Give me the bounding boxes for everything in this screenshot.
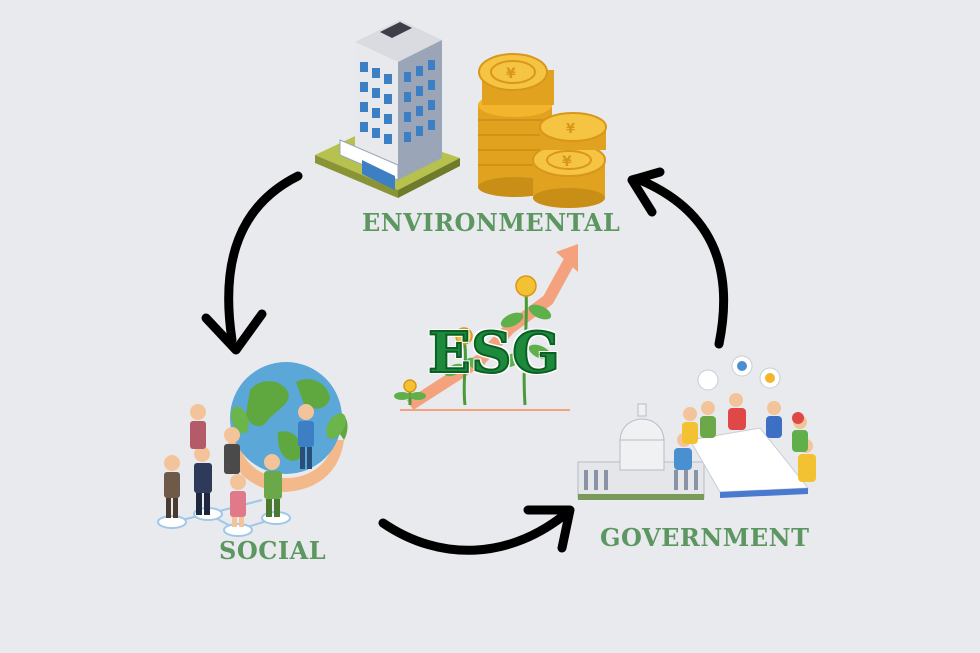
svg-text:¥: ¥ [566, 122, 575, 137]
meeting-table-icon [674, 355, 816, 498]
esg-center-label: ESG [427, 319, 561, 387]
coin-stack-icon: ¥ ¥ ¥ [478, 53, 607, 208]
social-label: SOCIAL [219, 536, 327, 565]
svg-text:¥: ¥ [562, 154, 572, 170]
government-label: GOVERNMENT [600, 523, 810, 552]
svg-text:¥: ¥ [506, 66, 516, 82]
people-network-icon [157, 404, 314, 537]
growth-arrow-icon [400, 244, 578, 411]
office-building-icon [315, 20, 460, 198]
coin-plant-icon [394, 275, 552, 406]
cycle-arrow-social-to-gov [378, 507, 573, 555]
cycle-arrow-env-to-social [224, 171, 303, 345]
cycle-arrow-gov-to-env [635, 175, 729, 349]
environmental-label: ENVIRONMENTAL [362, 208, 621, 237]
capitol-building-icon [577, 403, 705, 500]
globe-in-hands-icon [228, 362, 348, 492]
